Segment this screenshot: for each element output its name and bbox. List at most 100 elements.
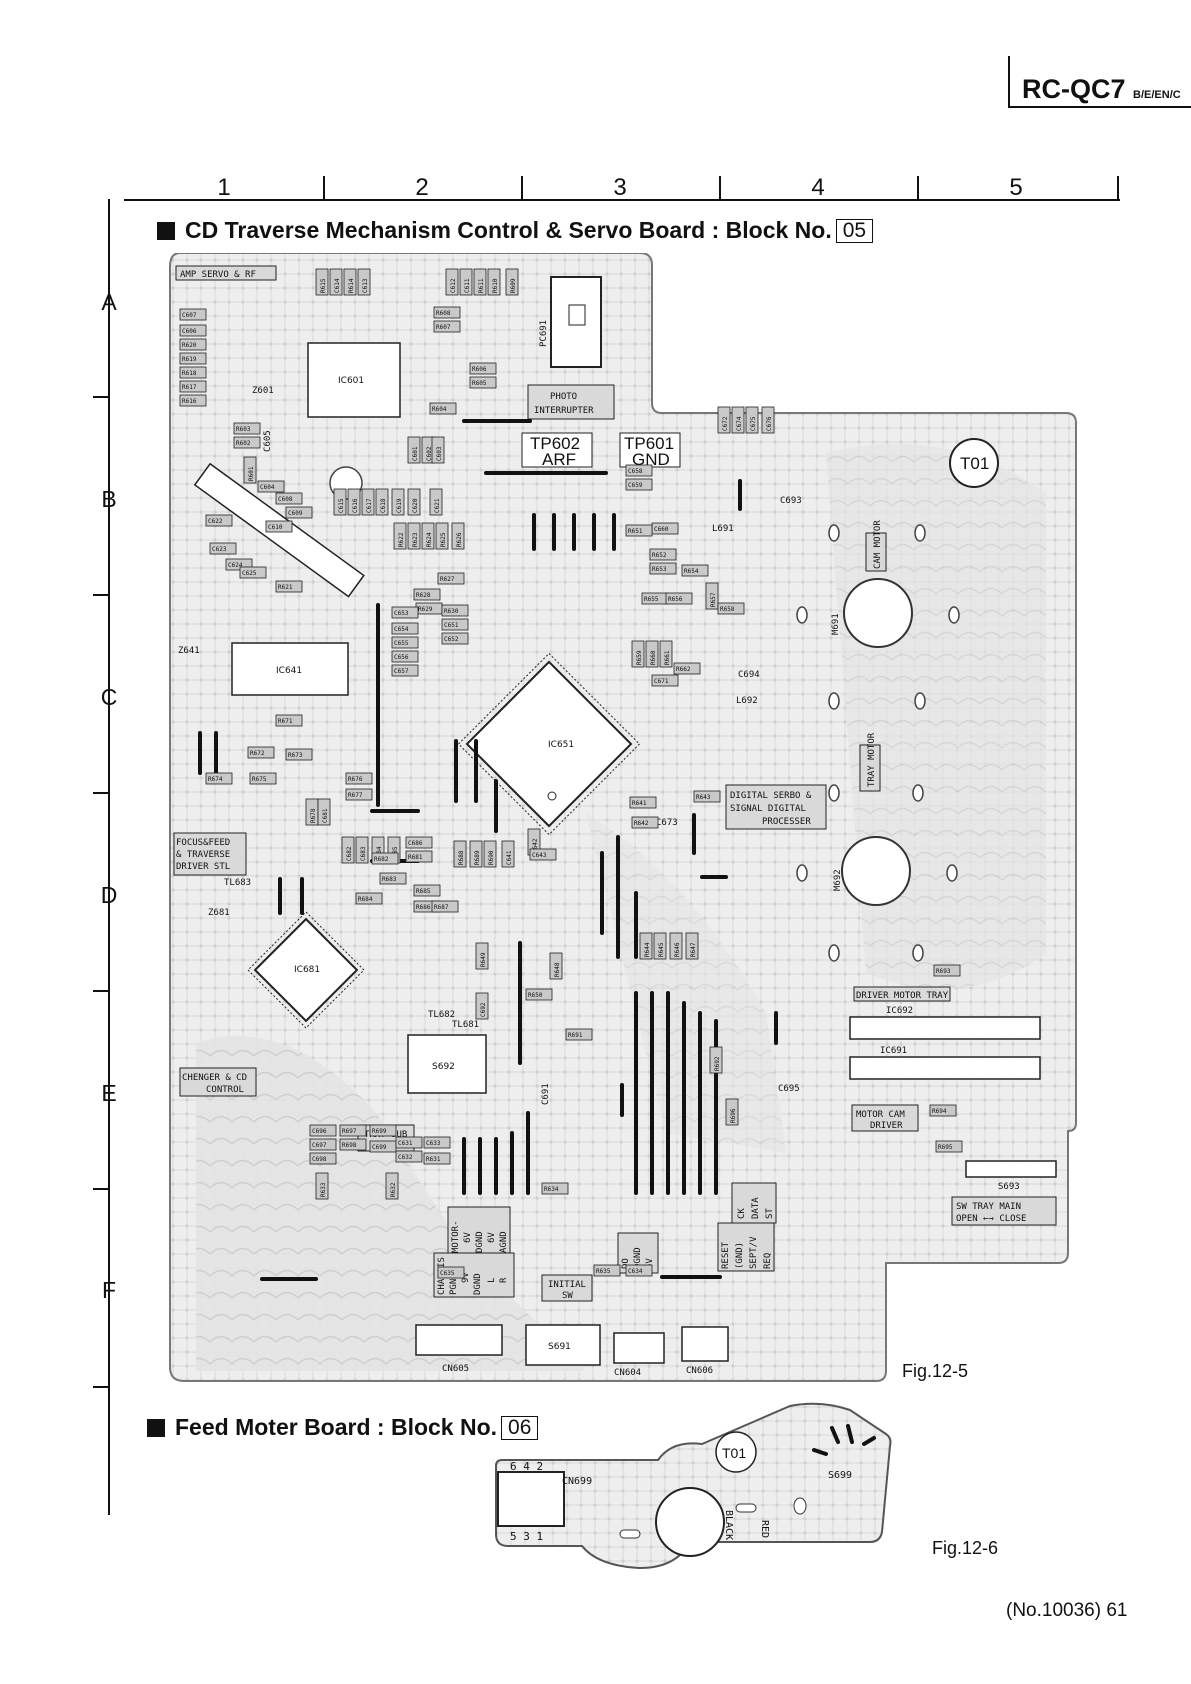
focus-label-3: DRIVER STL	[176, 862, 230, 872]
changer-label-2: CONTROL	[206, 1085, 244, 1095]
smd-component-box	[233, 436, 261, 449]
smd-component-label: R693	[936, 968, 951, 975]
smd-component-box	[475, 942, 489, 970]
smd-component-box	[929, 1104, 957, 1117]
ic691-label: IC691	[880, 1046, 907, 1056]
grid-col-1: 1	[217, 174, 231, 201]
smd-component-box	[225, 558, 253, 571]
smd-component-box	[651, 674, 679, 687]
smd-component-box	[631, 640, 645, 668]
smd-component-box	[309, 1138, 337, 1151]
t01-feed-label: T01	[722, 1445, 746, 1461]
smd-component-box	[705, 582, 719, 610]
c605-label: C605	[263, 430, 273, 452]
smd-component-label: R678	[310, 808, 317, 823]
smd-component-box	[529, 848, 557, 861]
motor-cam-driver-box	[851, 1104, 919, 1132]
smd-component-label: C623	[212, 546, 227, 553]
smd-component-label: R635	[596, 1268, 611, 1275]
smd-component-box	[275, 492, 303, 505]
smd-component-box	[209, 542, 237, 555]
grid-left-border	[108, 199, 110, 1515]
smd-component-label: C697	[312, 1142, 327, 1149]
ic681-chip	[247, 911, 365, 1029]
vert4-label: (GND)	[735, 1242, 745, 1269]
smd-component-label: R606	[472, 366, 487, 373]
smd-component-label: C653	[394, 610, 409, 617]
smd-component-box	[745, 406, 759, 434]
focus-driver-box	[173, 832, 247, 876]
grid-row-f: F	[101, 1277, 117, 1303]
vert1-label: 6V	[487, 1232, 497, 1243]
smd-component-label: R660	[650, 650, 657, 665]
smd-component-box	[275, 714, 303, 727]
smd-component-box	[649, 548, 677, 561]
smd-component-box	[717, 406, 731, 434]
smd-component-label: R655	[644, 596, 659, 603]
smd-component-label: C671	[654, 678, 669, 685]
grid-col-divider	[719, 176, 721, 200]
cam-motor-box	[865, 532, 887, 572]
smd-component-label: C621	[434, 498, 441, 513]
smd-component-label: C612	[450, 278, 457, 293]
feed-motor-board-layout: 6 4 2 5 3 1 CN699 T01 BLACK RED S699	[490, 1400, 900, 1570]
smd-component-label: C606	[182, 328, 197, 335]
smd-component-box	[249, 772, 277, 785]
smd-component-box	[565, 1028, 593, 1041]
grid-row-e: E	[101, 1080, 117, 1106]
smd-component-label: R654	[684, 568, 699, 575]
z681-label: Z681	[208, 908, 230, 918]
grid-row-divider	[93, 792, 109, 794]
smd-component-box	[423, 1152, 451, 1165]
smd-component-label: R683	[382, 876, 397, 883]
c691-label: C691	[541, 1083, 551, 1105]
smd-component-label: C652	[444, 636, 459, 643]
smd-component-label: R626	[456, 532, 463, 547]
smd-component-box	[469, 376, 497, 389]
smd-component-label: R648	[554, 962, 561, 977]
smd-component-box	[473, 268, 487, 296]
smd-component-box	[205, 514, 233, 527]
z601-label: Z601	[252, 386, 274, 396]
c694-label: C694	[738, 670, 760, 680]
smd-component-label: R646	[674, 942, 681, 957]
vert4-label: RESET	[721, 1241, 731, 1269]
smd-component-label: R675	[252, 776, 267, 783]
smd-component-box	[483, 840, 497, 868]
vert3-label: DGND	[633, 1247, 643, 1269]
smd-component-label: R620	[182, 342, 197, 349]
smd-component-label: C619	[396, 498, 403, 513]
smd-component-label: C699	[372, 1144, 387, 1151]
smd-component-label: C610	[268, 524, 283, 531]
tray-motor-hole	[841, 836, 911, 906]
initial-sw-box	[541, 1274, 593, 1302]
smd-component-box	[355, 836, 369, 864]
l692-label: L692	[736, 696, 758, 706]
smd-component-box	[315, 268, 329, 296]
feed-board-outline	[495, 1402, 892, 1570]
smd-component-box	[339, 1124, 367, 1137]
servo-board-layout: AMP SERVO & RF PHOTO INTERRUPTER PC691 T…	[166, 253, 1086, 1383]
smd-component-label: C624	[228, 562, 243, 569]
smd-component-box	[391, 636, 419, 649]
smd-component-box	[179, 324, 207, 337]
changer-label-1: CHENGER & CD	[182, 1073, 247, 1083]
grid-row-d: D	[100, 882, 118, 908]
smd-component-label: C641	[506, 850, 513, 865]
smd-component-label: R622	[398, 532, 405, 547]
smd-component-label: R619	[182, 356, 197, 363]
grid-row-divider	[93, 1188, 109, 1190]
smd-component-label: C643	[532, 852, 547, 859]
smd-component-label: C635	[440, 1270, 455, 1277]
smd-component-box	[345, 788, 373, 801]
smd-component-box	[459, 268, 473, 296]
smd-component-box	[629, 796, 657, 809]
smd-component-box	[421, 522, 435, 550]
s693-label: S693	[998, 1182, 1020, 1192]
smd-component-box	[243, 456, 257, 484]
initial-label-2: SW	[562, 1291, 573, 1301]
smd-component-label: R605	[472, 380, 487, 387]
smd-component-box	[345, 772, 373, 785]
smd-component-label: R633	[320, 1182, 327, 1197]
smd-component-box	[357, 268, 371, 296]
